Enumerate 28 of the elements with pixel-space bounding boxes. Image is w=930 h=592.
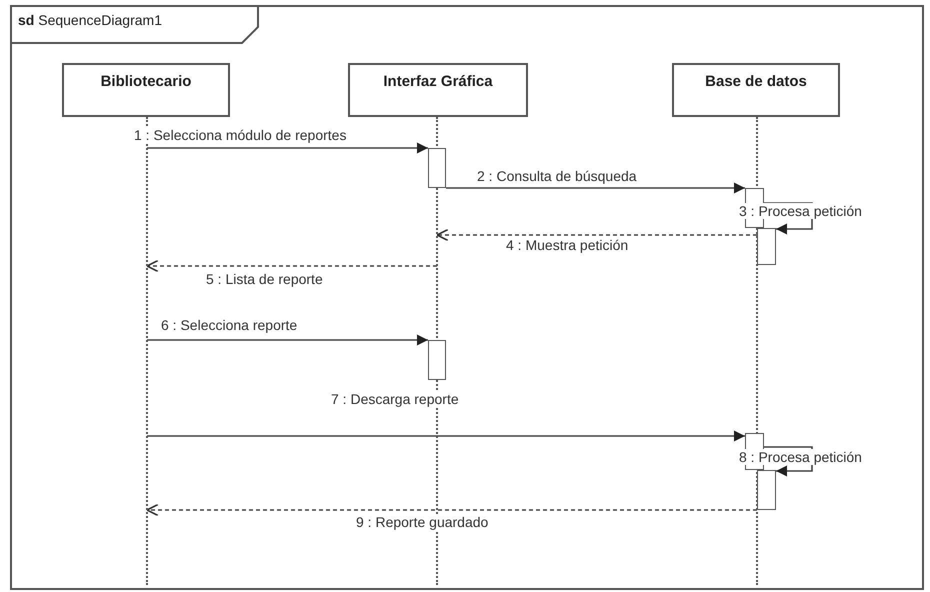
frame — [10, 5, 924, 590]
message-arrow — [147, 142, 428, 154]
participant-box — [62, 63, 230, 117]
message-arrow — [147, 430, 745, 442]
message-arrow — [446, 182, 745, 194]
activation-bar — [428, 148, 446, 188]
message-arrow — [147, 334, 428, 346]
activation-bar — [757, 470, 776, 510]
activation-bar — [428, 340, 446, 380]
edge-label: 5 : Lista de reporte — [205, 271, 324, 287]
edge-label: 6 : Selecciona reporte — [160, 317, 298, 333]
edge-label: 2 : Consulta de búsqueda — [476, 168, 638, 184]
participant-name: Base de datos — [705, 73, 807, 90]
return-message-arrow — [146, 504, 757, 516]
participant-box — [672, 63, 840, 117]
activation-bar — [757, 228, 776, 265]
edge-label: 9 : Reporte guardado — [355, 514, 490, 530]
frame-title: sd SequenceDiagram1 — [18, 12, 162, 28]
edge-label: 8 : Procesa petición — [738, 449, 863, 465]
edge-label: 7 : Descarga reporte — [330, 391, 460, 407]
edge-label: 4 : Muestra petición — [505, 237, 630, 253]
edge-label: 1 : Selecciona módulo de reportes — [133, 127, 348, 143]
return-message-arrow — [436, 228, 757, 242]
participant-name: Interfaz Gráfica — [383, 73, 493, 90]
edge-label: 3 : Procesa petición — [738, 203, 863, 219]
participant-name: Bibliotecario — [100, 73, 192, 90]
return-message-arrow — [146, 260, 437, 272]
participant-box — [348, 63, 528, 117]
